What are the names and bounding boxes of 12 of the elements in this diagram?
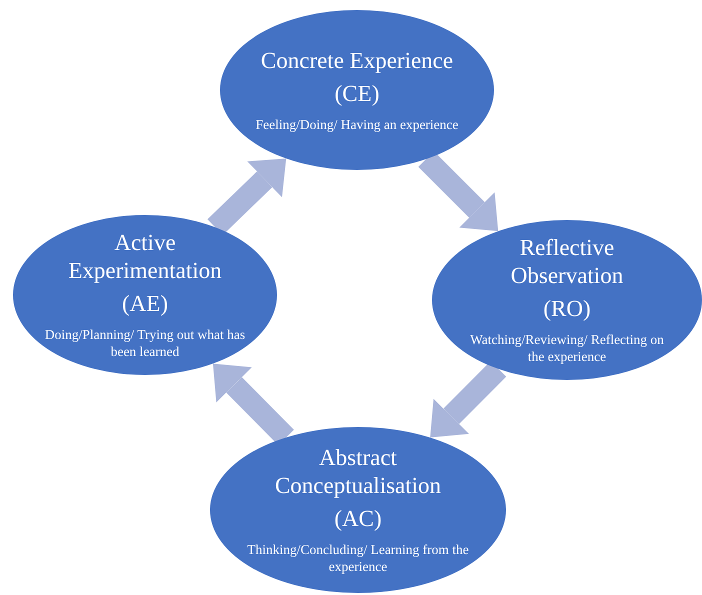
- stage-description: Thinking/Concluding/ Learning from the experience: [246, 540, 470, 576]
- stage-description: Watching/Reviewing/ Reflecting on the experience: [469, 330, 665, 366]
- stage-abbreviation: (RO): [543, 295, 591, 323]
- stage-abbreviation: (CE): [334, 80, 380, 108]
- stage-title: Active Experimentation: [67, 229, 223, 284]
- stage-description: Doing/Planning/ Trying out what has been learned: [44, 326, 246, 361]
- stage-description: Feeling/Doing/ Having an experience: [256, 116, 458, 134]
- stage-title: Reflective Observation: [510, 234, 624, 290]
- stage-title: Concrete Experience: [260, 46, 454, 74]
- stage-title: Abstract Conceptualisation: [274, 444, 442, 500]
- stage-abbreviation: (AE): [122, 290, 168, 318]
- stage-abbreviation: (AC): [334, 505, 382, 533]
